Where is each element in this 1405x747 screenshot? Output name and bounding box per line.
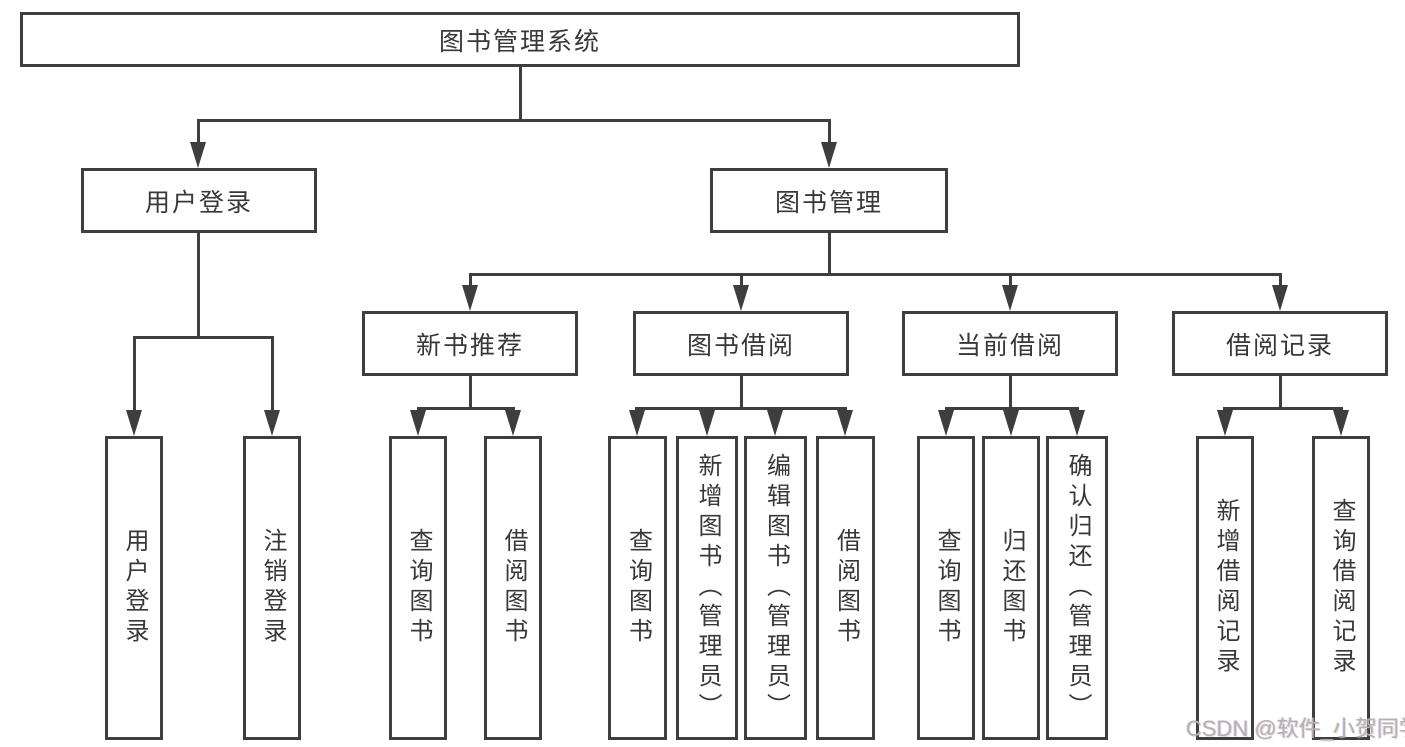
connector-line — [469, 273, 472, 286]
node-borrow-record: 借阅记录 — [1172, 311, 1388, 376]
node-query-books-borrow: 查询图书 — [608, 436, 667, 740]
node-query-books-recommend: 查询图书 — [389, 436, 447, 740]
connector-line — [1223, 407, 1343, 410]
connector-line — [635, 407, 847, 410]
node-query-books-current: 查询图书 — [917, 436, 975, 740]
arrow-down-icon — [1069, 410, 1085, 436]
connector-line — [1009, 273, 1012, 286]
arrow-down-icon — [938, 410, 954, 436]
node-book-management-label: 图书管理 — [774, 188, 883, 217]
arrow-down-icon — [629, 410, 645, 436]
node-borrow-books-label: 借阅图书 — [832, 528, 860, 648]
connector-line — [469, 273, 1282, 276]
node-add-book-admin: 新增图书（管理员） — [676, 436, 738, 740]
node-add-borrow-record-label: 新增借阅记录 — [1212, 498, 1239, 678]
connector-line — [945, 407, 1079, 410]
arrow-down-icon — [1333, 410, 1349, 436]
arrow-down-icon — [733, 285, 749, 311]
node-book-borrow-label: 图书借阅 — [686, 331, 795, 360]
node-return-book: 归还图书 — [982, 436, 1040, 740]
node-query-borrow-record: 查询借阅记录 — [1312, 436, 1370, 740]
node-root: 图书管理系统 — [20, 12, 1020, 67]
connector-line — [740, 273, 743, 286]
connector-line — [133, 336, 136, 411]
node-root-label: 图书管理系统 — [438, 27, 601, 56]
node-borrow-books-recommend-label: 借阅图书 — [500, 528, 527, 648]
node-confirm-return-admin-label: 确认归还（管理员） — [1064, 453, 1091, 723]
node-logout: 注销登录 — [243, 436, 301, 740]
node-current-borrow-label: 当前借阅 — [955, 331, 1064, 360]
node-query-books-borrow-label: 查询图书 — [624, 528, 652, 648]
arrow-down-icon — [126, 410, 142, 436]
node-logout-label: 注销登录 — [259, 528, 286, 648]
connector-line — [133, 336, 274, 339]
arrow-down-icon — [699, 410, 715, 436]
node-edit-book-admin-label: 编辑图书（管理员） — [762, 453, 790, 723]
node-user-login-action-label: 用户登录 — [121, 528, 148, 648]
arrow-down-icon — [462, 285, 478, 311]
connector-line — [197, 231, 200, 339]
node-add-book-admin-label: 新增图书（管理员） — [694, 453, 721, 723]
node-add-borrow-record: 新增借阅记录 — [1196, 436, 1254, 740]
arrow-down-icon — [410, 410, 426, 436]
connector-line — [197, 119, 831, 122]
node-edit-book-admin: 编辑图书（管理员） — [744, 436, 807, 740]
node-new-book-recommend-label: 新书推荐 — [415, 331, 524, 360]
arrow-down-icon — [190, 142, 206, 168]
connector-line — [519, 66, 522, 122]
arrow-down-icon — [1217, 410, 1233, 436]
arrow-down-icon — [1272, 285, 1288, 311]
connector-line — [417, 407, 515, 410]
connector-line — [828, 231, 831, 276]
connector-line — [1009, 374, 1012, 410]
connector-line — [469, 374, 472, 410]
watermark: CSDN @软件_小贺同学 — [1186, 716, 1405, 741]
connector-line — [740, 374, 743, 410]
arrow-down-icon — [821, 142, 837, 168]
node-confirm-return-admin: 确认归还（管理员） — [1046, 436, 1108, 740]
connector-line — [197, 119, 200, 143]
node-borrow-books-recommend: 借阅图书 — [484, 436, 542, 740]
node-user-login: 用户登录 — [81, 168, 317, 233]
node-book-borrow: 图书借阅 — [633, 311, 849, 376]
node-query-borrow-record-label: 查询借阅记录 — [1328, 498, 1355, 678]
node-query-books-recommend-label: 查询图书 — [405, 528, 432, 648]
node-user-login-label: 用户登录 — [144, 188, 253, 217]
connector-line — [271, 336, 274, 411]
arrow-down-icon — [1003, 410, 1019, 436]
arrow-down-icon — [837, 410, 853, 436]
arrow-down-icon — [767, 410, 783, 436]
connector-line — [1279, 374, 1282, 410]
node-current-borrow: 当前借阅 — [902, 311, 1118, 376]
arrow-down-icon — [1002, 285, 1018, 311]
node-return-book-label: 归还图书 — [998, 528, 1025, 648]
node-borrow-books: 借阅图书 — [816, 436, 875, 740]
node-book-management: 图书管理 — [710, 168, 948, 233]
node-borrow-record-label: 借阅记录 — [1225, 331, 1334, 360]
arrow-down-icon — [264, 410, 280, 436]
connector-line — [828, 119, 831, 143]
node-new-book-recommend: 新书推荐 — [362, 311, 578, 376]
arrow-down-icon — [505, 410, 521, 436]
node-query-books-current-label: 查询图书 — [933, 528, 960, 648]
connector-line — [1279, 273, 1282, 286]
node-user-login-action: 用户登录 — [105, 436, 163, 740]
